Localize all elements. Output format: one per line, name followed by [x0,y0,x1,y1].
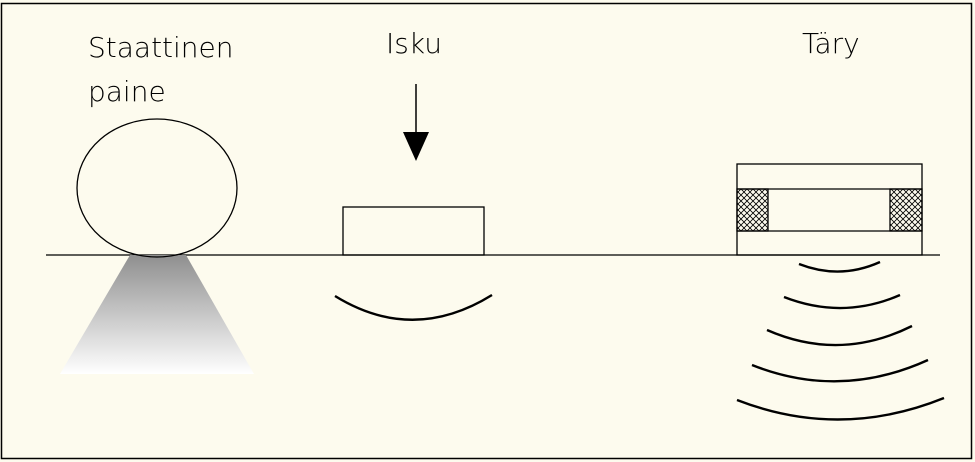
vibrator-mass-left [736,188,769,232]
vibration-wave-4 [751,358,929,383]
vibration-wave-3 [766,324,913,347]
impact-wave [334,293,493,321]
impact-arrow-head [403,132,429,161]
label-static-line1: Staattinen [88,31,234,64]
label-vibration: Täry [802,27,860,60]
vibrator-mass-right [889,188,923,232]
vibration-wave-5 [736,396,945,421]
pressure-cone [60,255,254,374]
roller-drum [76,118,238,258]
vibration-wave-2 [783,293,901,310]
vibration-waves [736,260,945,421]
label-static-line2: paine [88,75,166,108]
vibration-wave-1 [798,260,881,273]
label-impact: Isku [386,27,442,60]
impact-plate [342,206,485,256]
